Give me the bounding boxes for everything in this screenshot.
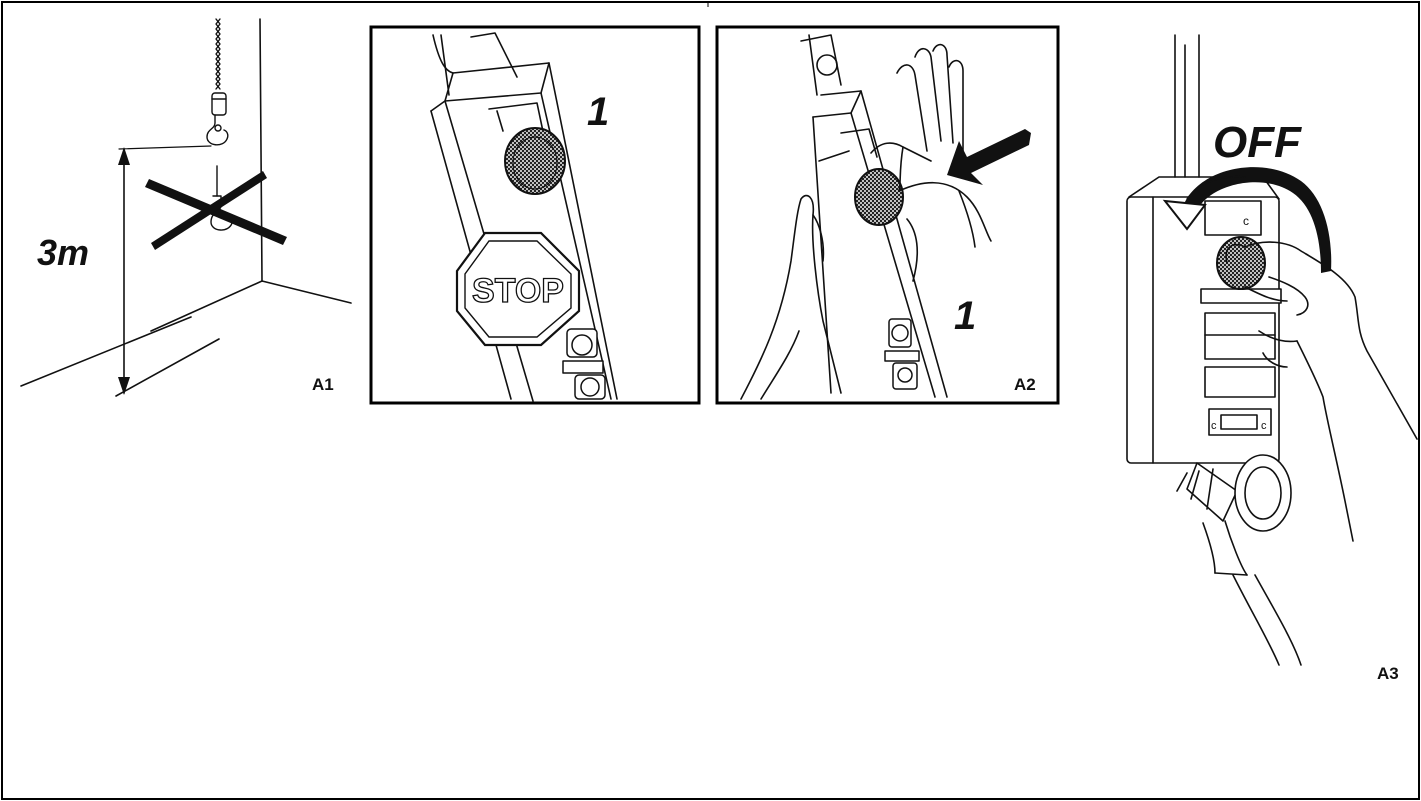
room-corner-drawing — [21, 19, 351, 396]
emergency-stop-button-icon — [855, 169, 903, 225]
panel-a2: 1 A2 — [717, 27, 1058, 403]
panel-label-a1: A1 — [312, 375, 334, 394]
panel-frame — [371, 27, 699, 403]
step-number: 1 — [954, 294, 976, 338]
stop-sign-text: STOP — [472, 272, 564, 310]
prohibited-cross-icon — [145, 171, 287, 250]
panel-label-a2: A2 — [1014, 375, 1036, 394]
panel-a1: 3m A1 — [21, 19, 351, 396]
height-dimension-arrow — [118, 146, 211, 395]
panel-stop-button: STOP 1 — [371, 27, 699, 403]
panel-label-a3: A3 — [1377, 664, 1399, 683]
off-label: OFF — [1213, 118, 1302, 167]
svg-text:c: c — [1243, 214, 1249, 228]
panel-a3: c c c — [1127, 35, 1417, 683]
step-number: 1 — [587, 90, 609, 134]
emergency-stop-button-icon — [505, 128, 565, 194]
svg-text:c: c — [1211, 420, 1217, 432]
svg-text:c: c — [1261, 420, 1267, 432]
height-label: 3m — [37, 232, 89, 273]
